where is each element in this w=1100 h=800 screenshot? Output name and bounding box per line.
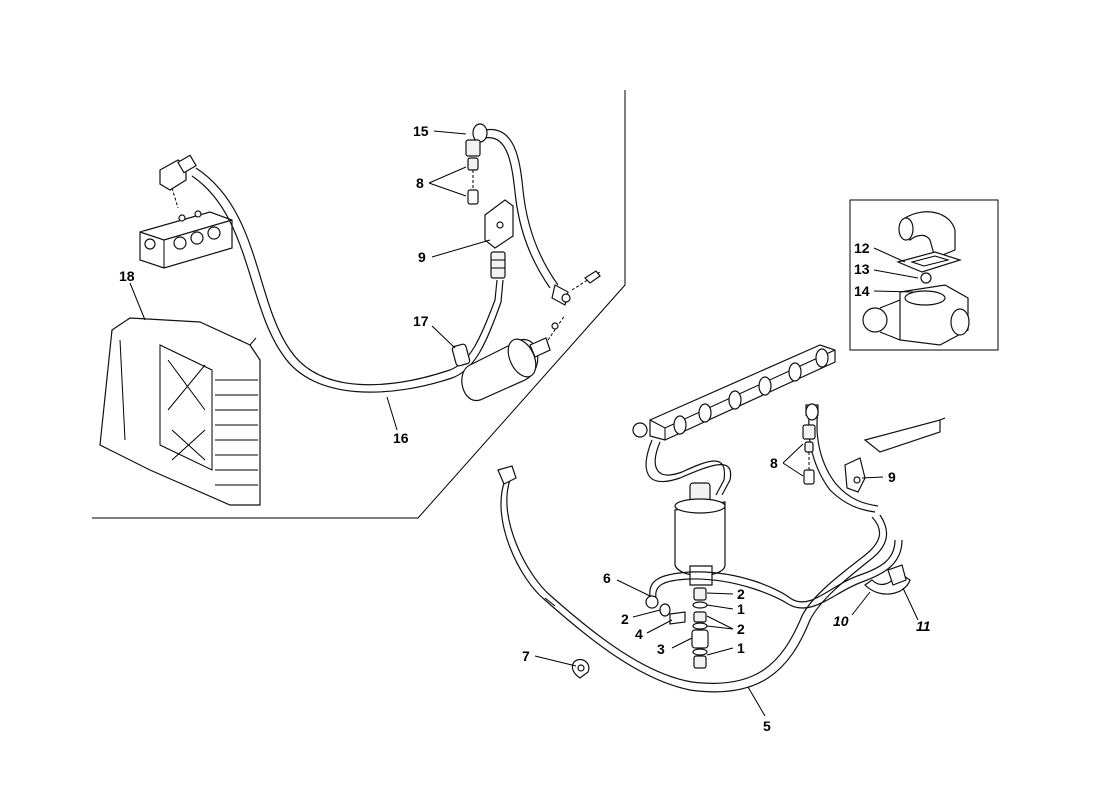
callout-16: 16 [393,430,409,446]
callout-labels: 15 8 9 18 17 16 12 13 14 8 9 6 2 1 2 4 2… [119,123,931,734]
callout-6: 6 [603,570,611,586]
callout-15: 15 [413,123,429,139]
fuel-filter-upper [461,314,566,401]
inset-box [849,199,999,351]
engine-cover-18 [99,317,261,506]
return-hose-lower [802,403,879,513]
callout-13: 13 [854,261,870,277]
fitting-stack [691,587,709,669]
fuel-distribution-block [139,210,233,269]
elbow-fitting [159,154,197,209]
callout-8-upper: 8 [416,175,424,191]
callout-2-c: 2 [737,621,745,637]
return-hose-upper [472,123,601,306]
hose-5 [497,465,888,693]
callout-14: 14 [854,283,870,299]
callout-9-lower: 9 [888,469,896,485]
bracket-9-lower [844,417,946,493]
callout-1-b: 1 [737,640,745,656]
fuel-filter-lower [674,482,726,586]
callout-9-upper: 9 [418,249,426,265]
callout-10: 10 [833,613,849,629]
callout-2-a: 2 [737,586,745,602]
panel-border [92,90,626,519]
callout-7: 7 [522,648,530,664]
callout-17: 17 [413,313,429,329]
callout-3: 3 [657,641,665,657]
callout-5: 5 [763,718,771,734]
callout-8-lower: 8 [770,455,778,471]
hose-16 [191,167,504,393]
callout-2-b: 2 [621,611,629,627]
callout-1-a: 1 [737,601,745,617]
rail-supply-hose [645,439,732,496]
hose-clip-10-11 [864,564,911,595]
callout-4: 4 [635,626,643,642]
bracket-9-upper [484,199,514,249]
fuel-rail [632,344,836,441]
hose-clip-17 [451,343,471,367]
callout-11: 11 [916,618,931,634]
leader-lines [129,130,919,717]
callout-12: 12 [854,240,870,256]
hose-clip-7 [571,658,590,679]
callout-18: 18 [119,268,135,284]
hose-connector [490,251,506,279]
union-connector-8-upper [465,139,481,205]
